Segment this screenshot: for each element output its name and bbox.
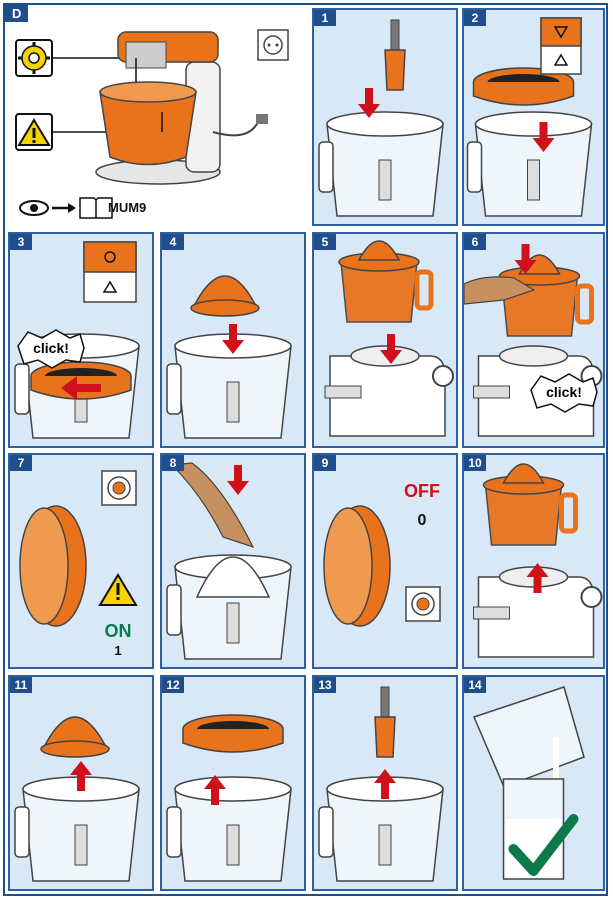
kitchen-machine-icon	[95, 31, 268, 185]
power-socket-icon	[257, 29, 289, 61]
step-number: 5	[314, 234, 336, 250]
off-label: OFF	[404, 481, 440, 501]
gear-icon	[15, 39, 53, 77]
juicer-ring-icon	[182, 714, 284, 753]
arrow-down-icon	[222, 324, 244, 354]
step-panel-7: ON 1 7	[8, 453, 154, 669]
off-value: 0	[418, 512, 427, 529]
arrow-up-icon	[70, 761, 92, 791]
step-number: 12	[162, 677, 184, 693]
arrow-down-icon	[532, 122, 555, 152]
click-text: click!	[546, 384, 582, 400]
arrow-left-icon	[61, 376, 101, 400]
juicer-assembly-icon	[338, 240, 434, 323]
rotary-dial-icon	[323, 505, 391, 627]
on-label: ON	[105, 621, 132, 641]
power-plug-icon	[101, 470, 137, 506]
step-number: 6	[464, 234, 486, 250]
bowl-icon	[318, 776, 444, 882]
juicer-cone-icon	[40, 716, 110, 758]
kitchen-machine-icon	[324, 345, 454, 437]
step-panel-13: 13	[312, 675, 458, 891]
bowl-icon	[14, 776, 140, 882]
warning-icon	[98, 573, 138, 606]
step-number: 13	[314, 677, 336, 693]
bowl-icon	[318, 111, 444, 217]
bowl-icon	[466, 111, 593, 217]
arrow-down-icon	[380, 334, 402, 364]
step-panel-6: click! 6	[462, 232, 605, 448]
click-callout: click!	[530, 373, 598, 413]
step-panel-3: click! 3	[8, 232, 154, 448]
rotary-dial-icon	[19, 505, 87, 627]
citrus-fruit-icon	[195, 556, 271, 598]
step-number: 14	[464, 677, 486, 693]
step-number: 9	[314, 455, 336, 471]
step-number: 7	[10, 455, 32, 471]
step-number: 4	[162, 234, 184, 250]
juicer-assembly-icon	[482, 463, 578, 546]
step-panel-2: 2	[462, 8, 605, 226]
click-text: click!	[33, 340, 69, 356]
step-number: 2	[464, 10, 486, 26]
alignment-marker-icon	[540, 17, 582, 75]
alignment-marker-icon	[83, 241, 137, 303]
kitchen-machine-icon	[473, 566, 603, 658]
power-plug-icon	[405, 586, 441, 622]
overview-area	[8, 22, 304, 222]
drive-shaft-icon	[384, 19, 406, 91]
warning-icon	[15, 113, 53, 151]
juicer-ring-icon	[30, 361, 132, 400]
on-value: 1	[114, 643, 121, 658]
arrow-down-icon	[358, 88, 380, 118]
manual-book-icon	[79, 197, 113, 219]
step-number: 8	[162, 455, 184, 471]
hand-icon	[170, 462, 255, 549]
eye-icon	[19, 200, 49, 216]
step-panel-14: 14	[462, 675, 605, 891]
click-callout: click!	[17, 329, 85, 369]
step-panel-11: 11	[8, 675, 154, 891]
juicer-ring-icon	[472, 67, 575, 106]
arrow-up-icon	[204, 775, 226, 805]
step-panel-8: 8	[160, 453, 306, 669]
step-panel-10: 10	[462, 453, 605, 669]
arrow-right-icon	[52, 203, 76, 213]
hand-icon	[464, 276, 536, 305]
step-panel-9: OFF 0 9	[312, 453, 458, 669]
checkmark-icon	[508, 814, 579, 876]
step-panel-4: 4	[160, 232, 306, 448]
step-panel-5: 5	[312, 232, 458, 448]
arrow-up-icon	[374, 769, 396, 799]
step-number: 1	[314, 10, 336, 26]
arrow-down-icon	[514, 244, 537, 274]
section-label: D	[5, 5, 29, 22]
bowl-icon	[166, 333, 292, 439]
arrow-up-icon	[526, 563, 549, 593]
step-number: 3	[10, 234, 32, 250]
step-panel-12: 12	[160, 675, 306, 891]
step-panel-1: 1	[312, 8, 458, 226]
step-number: 10	[464, 455, 486, 471]
juicer-assembly-icon	[498, 254, 594, 337]
bowl-icon	[166, 776, 292, 882]
step-number: 11	[10, 677, 32, 693]
instruction-sheet: D	[3, 3, 608, 896]
model-reference: MUM9	[108, 200, 147, 215]
arrow-down-icon	[227, 465, 249, 495]
juicer-cone-icon	[190, 275, 260, 317]
drive-shaft-icon	[374, 686, 396, 758]
